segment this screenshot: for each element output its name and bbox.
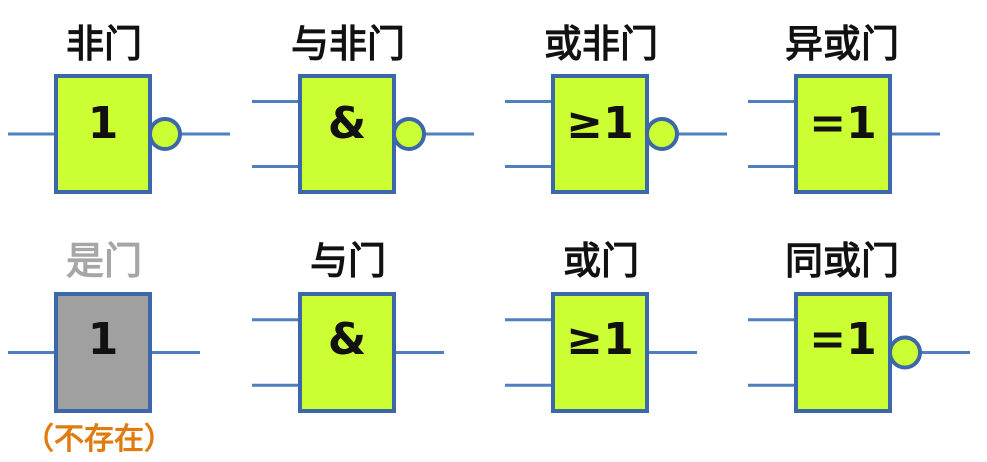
gate-nor-title: 或非门	[544, 22, 658, 66]
gate-nand-symbol: &	[328, 98, 366, 149]
gate-nand-title: 与非门	[291, 22, 405, 66]
gate-buffer-title: 是门	[66, 239, 142, 283]
gate-or-symbol: ≥1	[566, 314, 633, 365]
gate-xor-body	[794, 74, 892, 194]
gate-not-symbol: 1	[88, 98, 119, 149]
gate-xor-title: 异或门	[785, 22, 899, 66]
gate-nor-symbol: ≥1	[566, 98, 633, 149]
gate-buffer-note: （不存在）	[24, 422, 174, 457]
gate-xnor-title: 同或门	[785, 239, 899, 283]
gate-or-body	[551, 292, 649, 413]
gate-buffer-symbol: 1	[88, 314, 119, 365]
gate-and-title: 与门	[310, 239, 386, 283]
gate-xnor-inversion-bubble	[888, 335, 922, 370]
gate-xnor-body	[794, 292, 892, 413]
gate-nor-inversion-bubble	[645, 117, 679, 151]
gate-and-symbol: &	[328, 314, 366, 365]
gate-xnor-symbol: =1	[809, 314, 876, 365]
gate-and-body	[298, 292, 396, 413]
gate-not-inversion-bubble	[148, 117, 182, 151]
gate-xor-symbol: =1	[809, 98, 876, 149]
gate-or-title: 或门	[563, 239, 639, 283]
gate-buffer-body	[54, 292, 152, 413]
gate-not-title: 非门	[66, 22, 142, 66]
gate-nand-inversion-bubble	[392, 117, 426, 151]
